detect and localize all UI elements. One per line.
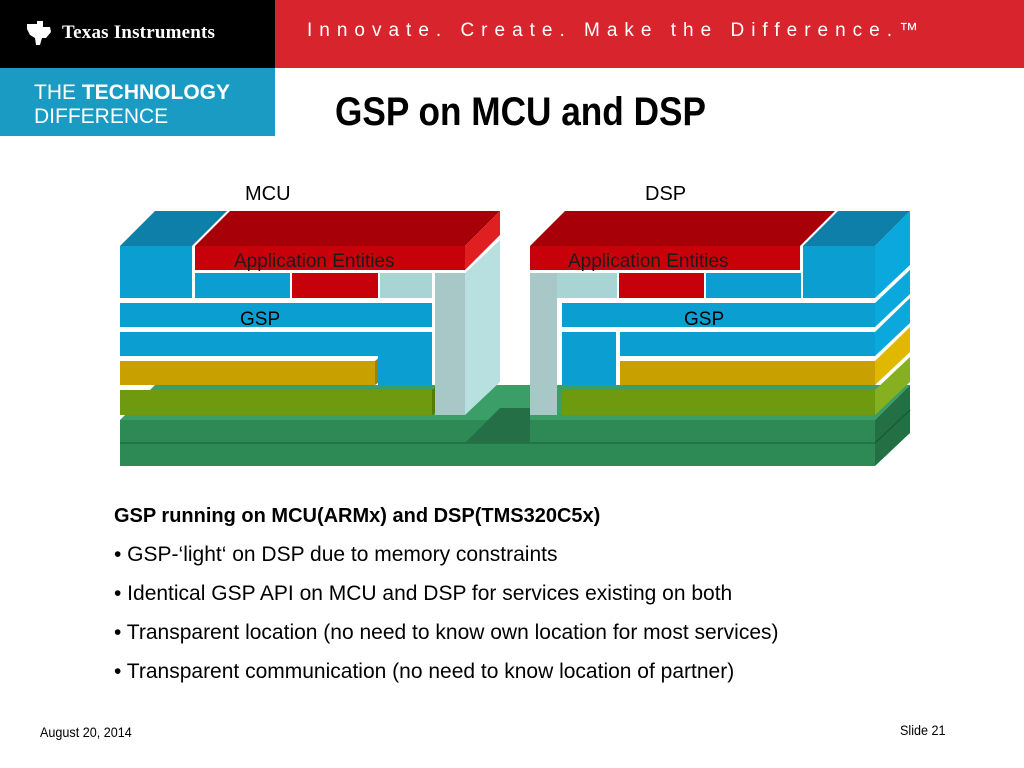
mcu-label: MCU bbox=[245, 183, 291, 205]
band-line-1: THE TECHNOLOGY bbox=[34, 82, 230, 104]
architecture-diagram: MCU DSP Application Entities Application… bbox=[120, 183, 911, 466]
tagline: Innovate. Create. Make the Difference.™ bbox=[307, 20, 925, 41]
band-line-2: DIFFERENCE bbox=[34, 105, 169, 128]
dsp-app-label: Application Entities bbox=[568, 251, 729, 272]
ti-header-bar: Texas Instruments bbox=[0, 0, 275, 68]
bullet-item: • Transparent location (no need to know … bbox=[114, 621, 779, 644]
dsp-gsp-label: GSP bbox=[684, 309, 724, 330]
intro-heading: GSP running on MCU(ARMx) and DSP(TMS320C… bbox=[114, 505, 601, 527]
bullet-item: • Transparent communication (no need to … bbox=[114, 660, 735, 683]
band-line-1b: TECHNOLOGY bbox=[81, 81, 231, 104]
dsp-stack bbox=[530, 211, 910, 415]
ti-brand-name: Texas Instruments bbox=[62, 22, 216, 43]
slide-title: GSP on MCU and DSP bbox=[335, 90, 706, 134]
mcu-gsp-label: GSP bbox=[240, 309, 280, 330]
slide-number: Slide 21 bbox=[900, 722, 946, 738]
bullet-item: • Identical GSP API on MCU and DSP for s… bbox=[114, 582, 733, 605]
mcu-stack bbox=[120, 211, 500, 415]
footer-date: August 20, 2014 bbox=[40, 724, 132, 740]
bullet-list: • GSP-‘light‘ on DSP due to memory const… bbox=[114, 542, 779, 698]
technology-difference-band: THE TECHNOLOGY DIFFERENCE bbox=[0, 68, 275, 136]
dsp-label: DSP bbox=[645, 183, 686, 205]
bullet-item: • GSP-‘light‘ on DSP due to memory const… bbox=[114, 543, 558, 566]
tagline-bar: Innovate. Create. Make the Difference.™ bbox=[275, 0, 1024, 68]
ti-logo-icon bbox=[27, 21, 51, 45]
mcu-app-label: Application Entities bbox=[234, 251, 395, 272]
band-line-1a: THE bbox=[34, 81, 76, 104]
